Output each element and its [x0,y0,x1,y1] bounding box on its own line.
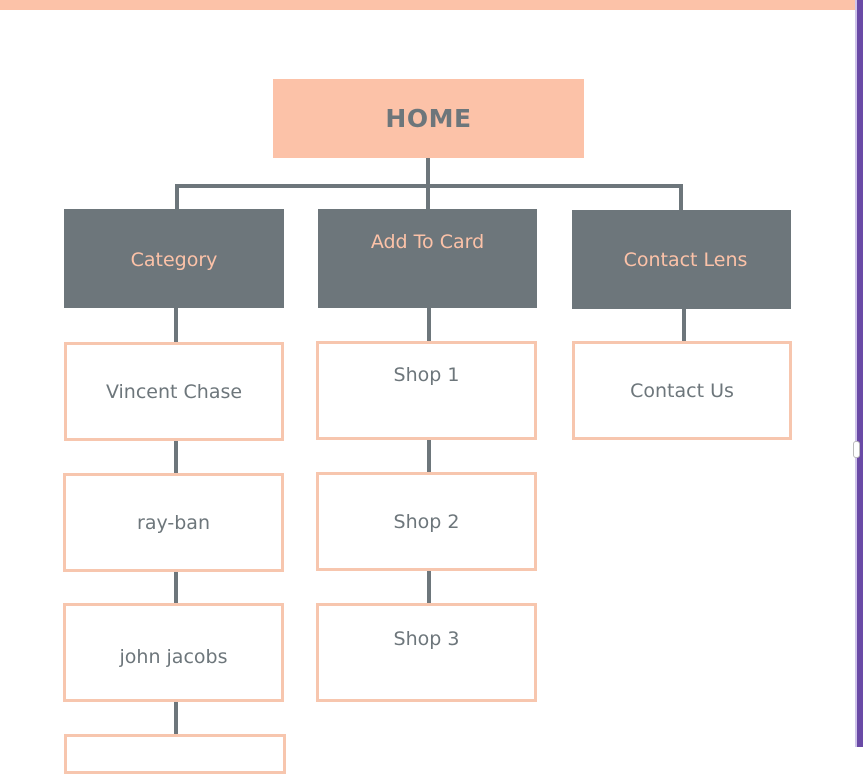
scrollbar-handle[interactable] [853,441,860,458]
shop-2-node[interactable]: Shop 2 [316,472,537,571]
home-node-label: HOME [385,104,472,133]
vincent-chase-node[interactable]: Vincent Chase [64,342,284,441]
top-accent-bar [0,0,863,10]
category-node-label: Category [130,248,218,271]
connector-add-to-card-child-2 [427,439,431,472]
connector-to-contact-lens [679,184,683,211]
connector-category-child-3 [174,571,178,603]
category-node[interactable]: Category [64,209,284,308]
john-jacobs-label: john jacobs [119,645,228,668]
shop-3-node[interactable]: Shop 3 [316,603,537,702]
connector-category-child-2 [174,440,178,473]
contact-lens-node[interactable]: Contact Lens [572,210,791,309]
john-jacobs-node[interactable]: john jacobs [63,603,284,702]
connector-contact-lens-child-1 [682,309,686,341]
shop-3-label: Shop 3 [393,628,460,650]
ray-ban-node[interactable]: ray-ban [63,473,284,572]
ray-ban-label: ray-ban [137,511,210,534]
vincent-chase-label: Vincent Chase [105,380,243,403]
connector-home-down [426,158,430,186]
category-child-node-partial[interactable] [64,734,286,774]
contact-us-node[interactable]: Contact Us [572,341,792,440]
connector-add-to-card-child-1 [427,308,431,341]
connector-to-add-to-card [426,184,430,210]
shop-1-node[interactable]: Shop 1 [316,341,537,440]
connector-add-to-card-child-3 [427,570,431,603]
home-node[interactable]: HOME [273,79,584,158]
add-to-card-node[interactable]: Add To Card [318,209,537,308]
add-to-card-node-label: Add To Card [370,231,485,253]
shop-1-label: Shop 1 [393,364,460,386]
connector-category-child-4 [174,701,178,735]
contact-us-label: Contact Us [630,379,734,402]
connector-to-category [175,184,179,210]
window-edge [857,0,863,747]
connector-category-child-1 [174,308,178,342]
shop-2-label: Shop 2 [393,510,460,533]
window-edge-highlight [855,0,857,747]
contact-lens-node-label: Contact Lens [623,248,748,271]
